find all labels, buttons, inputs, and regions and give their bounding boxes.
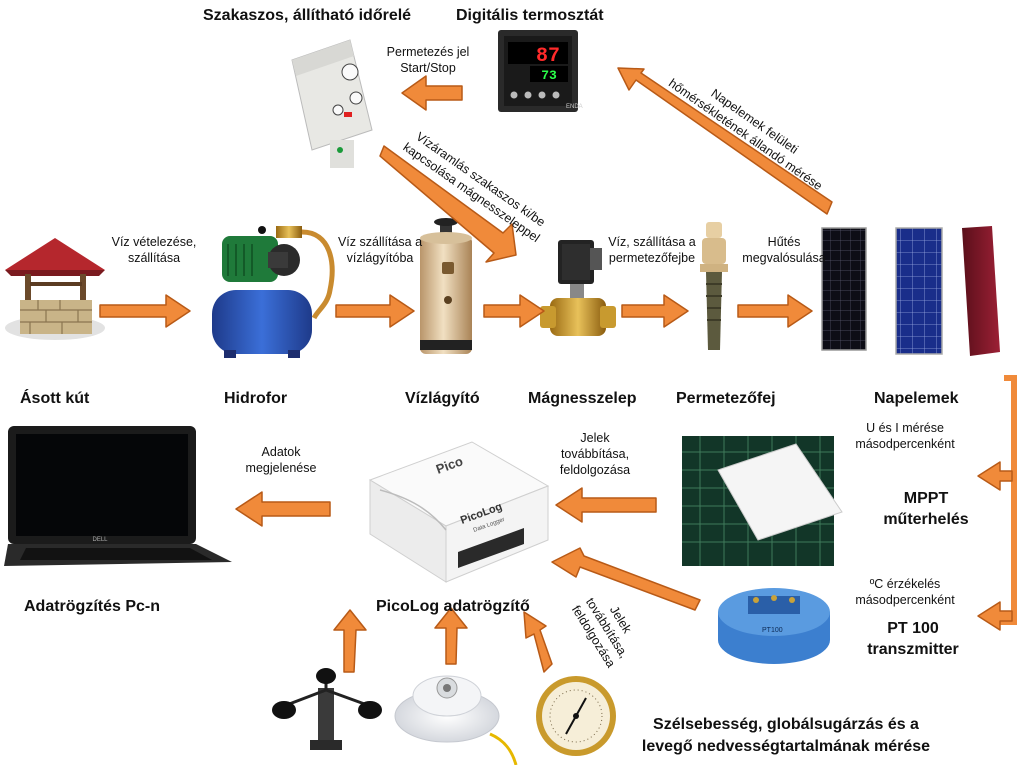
thermostat-bottom-reading: 73 xyxy=(541,68,557,83)
arrows xyxy=(99,67,1017,673)
flow-label-viz-vetelezes: Víz vételezése, szállítása xyxy=(111,235,197,265)
spray-nozzle-picture xyxy=(700,222,728,350)
label-pt100: PT 100 transzmitter xyxy=(867,620,959,658)
arrow-bracket-to-pt100 xyxy=(977,601,1013,631)
transmitter-label: PT100 xyxy=(762,627,783,634)
solenoid-valve-picture xyxy=(540,240,616,336)
mppt-board-picture xyxy=(682,436,843,566)
hygrometer-picture xyxy=(536,676,616,756)
flow-label-permetezofejbe: Víz, szállítása a permetezőfejbe xyxy=(608,235,696,265)
picolog-logger-picture: Pico PicoLog Data Logger xyxy=(368,441,550,583)
label-mppt: MPPT műterhelés xyxy=(883,490,969,528)
arrow-anemometer-up xyxy=(333,609,367,673)
label-idorele: Szakaszos, állítható időrelé xyxy=(203,7,412,24)
arrow-softener-to-valve xyxy=(483,294,545,328)
label-hidrofor: Hidrofor xyxy=(224,390,288,407)
arrow-hydrophore-to-softener xyxy=(335,294,415,328)
arrow-relay-to-valve xyxy=(379,145,517,263)
flow-label-adatok: Adatok megjelenése xyxy=(245,445,317,475)
thermostat-brand: ENDA xyxy=(566,104,583,110)
bracket-line xyxy=(996,375,1017,625)
label-adatrogzites: Adatrögzítés Pc-n xyxy=(24,598,161,615)
label-asott-kut: Ásott kút xyxy=(20,390,90,407)
flow-label-jelek-1: Jelek továbbítása, feldolgozása xyxy=(559,431,631,477)
pyranometer-picture xyxy=(394,675,518,765)
thermostat-picture: 87 73 ENDA xyxy=(498,30,583,112)
solar-panels-picture xyxy=(821,226,1000,356)
flow-label-u-es-i: U és I mérése másodpercenként xyxy=(855,421,955,451)
label-meresek: Szélsebesség, globálsugárzás és a levegő… xyxy=(641,716,931,755)
flow-label-c-erzekeles: ºC érzékelés másodpercenként xyxy=(855,577,955,607)
arrow-panels-to-thermostat xyxy=(617,67,833,215)
label-permetezofej: Permetezőfej xyxy=(676,390,776,407)
time-relay-picture xyxy=(291,39,373,168)
label-termosztat: Digitális termosztát xyxy=(456,7,604,24)
arrow-nozzle-to-panels xyxy=(737,294,813,328)
pt100-transmitter-picture: PT100 xyxy=(718,588,830,664)
flow-label-lagyitoba: Víz szállítása a vízlágyítóba xyxy=(337,235,423,265)
flow-label-hutes: Hűtés megvalósulása xyxy=(742,235,826,265)
hydrophore-picture xyxy=(212,226,335,358)
arrow-mppt-to-picolog xyxy=(555,487,657,523)
arrow-bracket-to-mppt xyxy=(977,461,1013,491)
arrow-picolog-to-laptop xyxy=(235,491,331,527)
arrow-well-to-hydrophore xyxy=(99,294,191,328)
flow-label-permetezes-jel: Permetezés jel Start/Stop xyxy=(386,45,470,75)
anemometer-picture xyxy=(272,668,382,750)
water-softener-picture xyxy=(420,218,472,354)
arrow-hygrometer-up xyxy=(523,611,553,673)
arrow-pyranometer-up xyxy=(434,607,468,665)
laptop-brand: DELL xyxy=(92,537,108,543)
label-picolog: PicoLog adatrögzítő xyxy=(376,598,530,615)
label-magnesszelep: Mágnesszelep xyxy=(528,390,637,407)
arrow-valve-to-nozzle xyxy=(621,294,689,328)
arrow-pt100-to-picolog xyxy=(551,547,701,611)
laptop-picture: DELL xyxy=(4,426,232,566)
arrow-thermostat-to-relay xyxy=(401,75,463,111)
label-napelemek: Napelemek xyxy=(874,390,959,407)
thermostat-top-reading: 87 xyxy=(536,45,560,68)
label-vizlagyito: Vízlágyító xyxy=(405,390,480,407)
well-picture xyxy=(5,238,105,340)
